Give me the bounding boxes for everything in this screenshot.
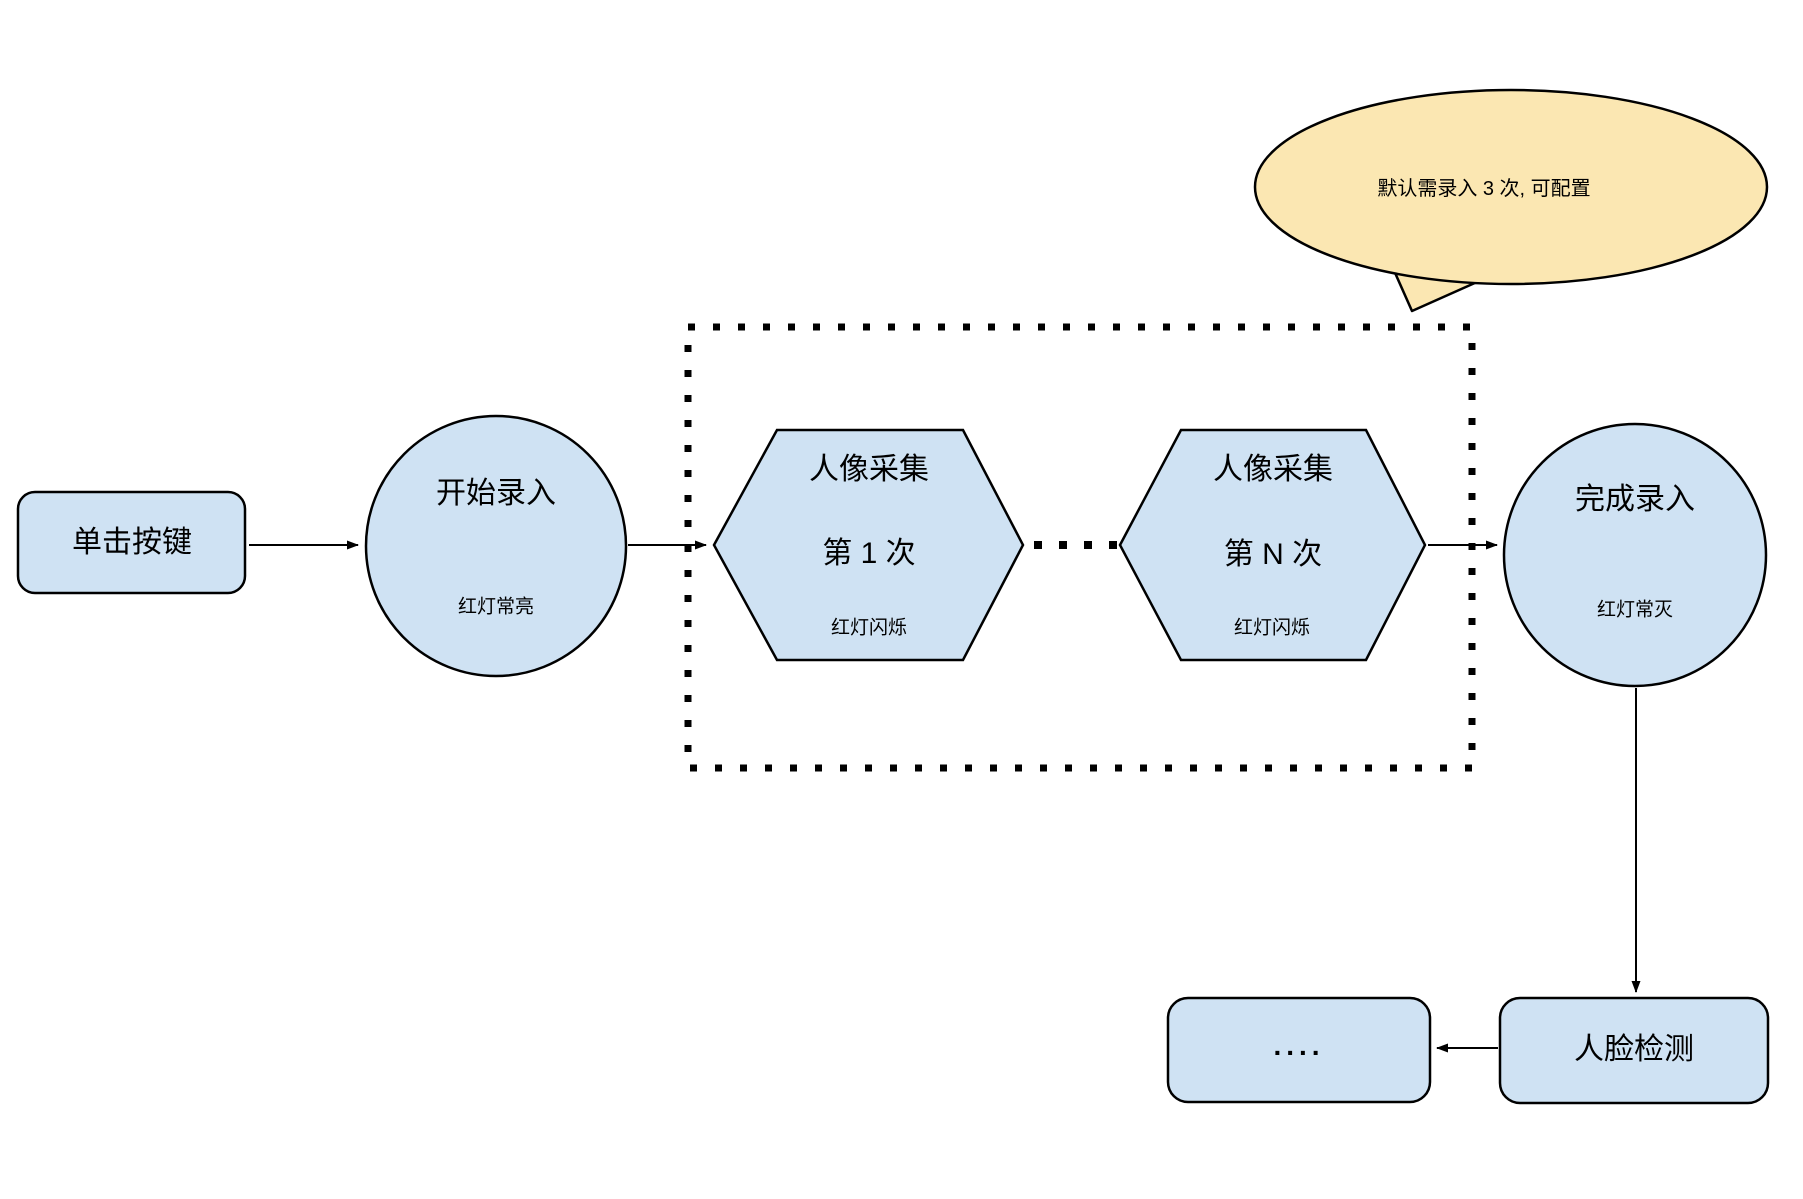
capture-first-line1: 人像采集 [809, 453, 929, 486]
more-steps-node [1166, 996, 1432, 1104]
start-enroll-node [364, 414, 628, 678]
capture-nth-node [1118, 428, 1427, 662]
click-button-node [16, 490, 247, 595]
repeat-region-dotted-border [684, 323, 1476, 772]
capture-nth-line2: 第 N 次 [1223, 538, 1323, 571]
face-detect-label: 人脸检测 [1574, 1033, 1694, 1066]
finish-enroll-title: 完成录入 [1575, 483, 1695, 516]
capture-first-subtitle: 红灯闪烁 [830, 617, 908, 639]
capture-nth-subtitle: 红灯闪烁 [1233, 617, 1311, 639]
more-steps-label: .... [1273, 1030, 1325, 1061]
callout-text: 默认需录入 3 次, 可配置 [1377, 178, 1591, 200]
capture-first-node [712, 428, 1025, 662]
start-enroll-title: 开始录入 [436, 477, 556, 510]
finish-enroll-subtitle: 红灯常灭 [1596, 599, 1674, 621]
callout-bubble [1253, 88, 1769, 286]
finish-enroll-node [1502, 422, 1768, 688]
face-detect-node [1498, 996, 1770, 1105]
click-button-label: 单击按键 [72, 526, 192, 559]
start-enroll-subtitle: 红灯常亮 [457, 596, 535, 618]
capture-first-line2: 第 1 次 [822, 537, 916, 570]
capture-nth-line1: 人像采集 [1213, 453, 1333, 486]
